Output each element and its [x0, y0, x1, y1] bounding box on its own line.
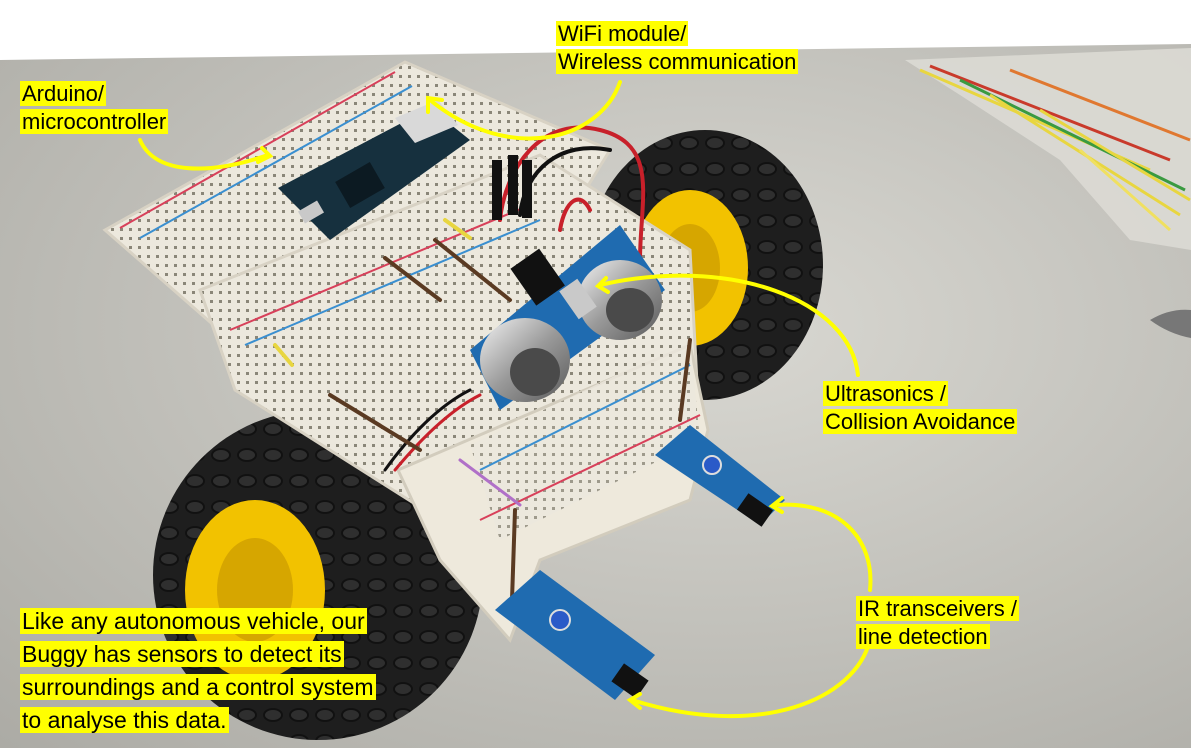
- caption-line2: Buggy has sensors to detect its: [20, 641, 344, 667]
- breadboard-deck: [102, 60, 710, 643]
- wifi-label-line1: WiFi module/: [556, 21, 689, 46]
- ir-sensor-right: [655, 425, 785, 527]
- wifi-label-line2: Wireless communication: [556, 49, 799, 74]
- wifi-arrow: [428, 80, 622, 141]
- ultrasonics-label-line2: Collision Avoidance: [823, 409, 1018, 434]
- caption-line1: Like any autonomous vehicle, our: [20, 608, 367, 634]
- arduino-arrow: [138, 138, 270, 171]
- wifi-arrowhead: [426, 95, 444, 114]
- ir-label-line1: IR transceivers /: [856, 596, 1019, 621]
- ir-left-arrowhead: [626, 692, 642, 710]
- ir-label: IR transceivers / line detection: [856, 595, 1019, 651]
- wifi-label: WiFi module/ Wireless communication: [556, 20, 799, 76]
- arduino-arrowhead: [256, 146, 274, 164]
- jumper-wires: [273, 125, 692, 602]
- jumper-wire-box: [905, 48, 1191, 250]
- arduino-label-line2: microcontroller: [20, 109, 169, 134]
- metal-tool: [1150, 309, 1191, 338]
- arduino-label: Arduino/ microcontroller: [20, 80, 169, 136]
- annotation-arrows: [138, 80, 873, 719]
- ir-left-arrow: [630, 638, 872, 719]
- caption: Like any autonomous vehicle, our Buggy h…: [20, 605, 376, 737]
- ir-sensor-left: [495, 570, 655, 700]
- ultrasonics-arrow: [598, 273, 860, 377]
- ultrasonics-label-line1: Ultrasonics /: [823, 381, 949, 406]
- caption-line3: surroundings and a control system: [20, 674, 376, 700]
- ultrasonic-sensor: [470, 225, 665, 410]
- caption-line4: to analyse this data.: [20, 707, 229, 733]
- ir-right-arrowhead: [768, 496, 784, 514]
- ultrasonics-arrowhead: [594, 276, 610, 294]
- arduino-label-line1: Arduino/: [20, 81, 106, 106]
- ultrasonics-label: Ultrasonics / Collision Avoidance: [823, 380, 1018, 436]
- ir-right-arrow: [773, 502, 873, 592]
- ir-label-line2: line detection: [856, 624, 990, 649]
